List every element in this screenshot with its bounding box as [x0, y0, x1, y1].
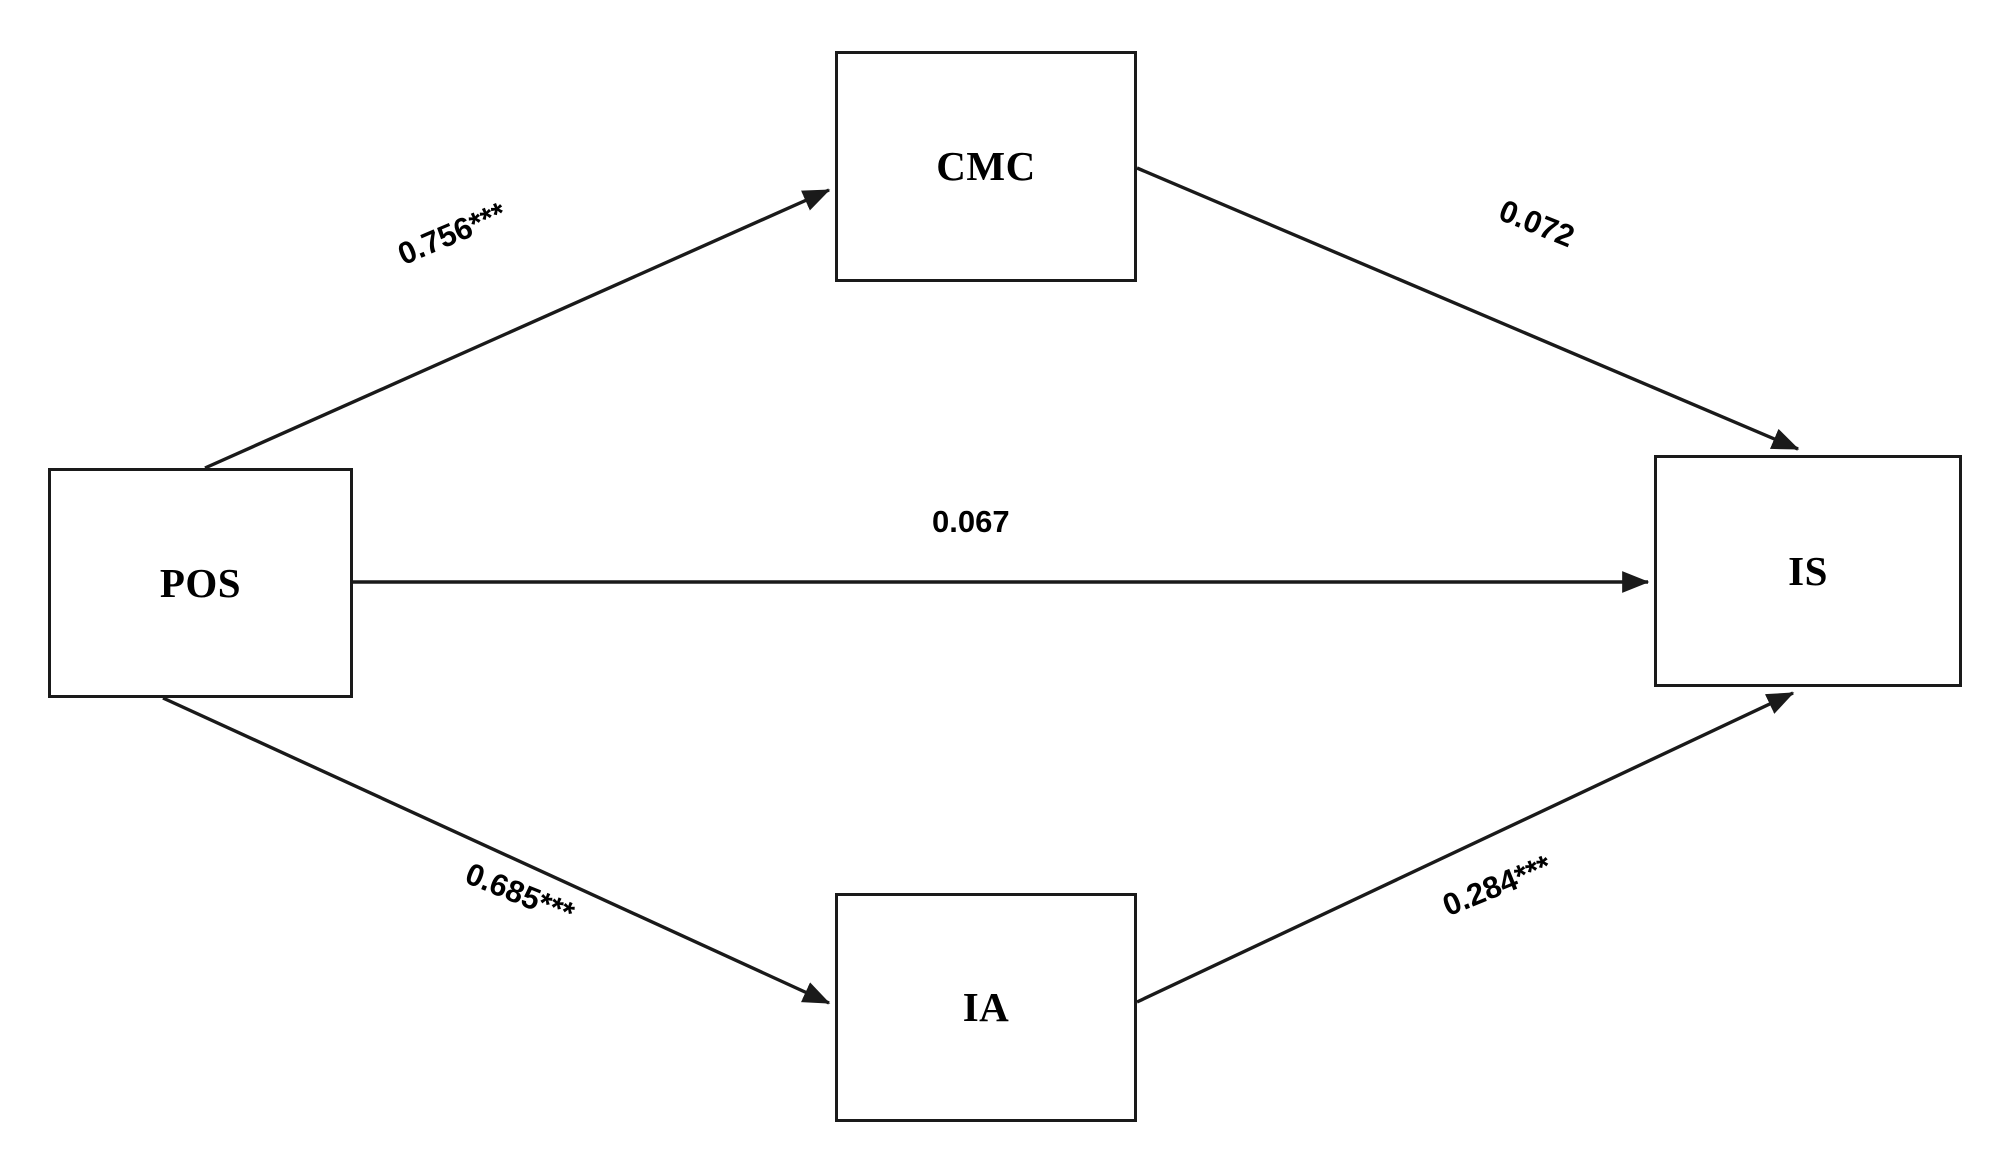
node-pos-label: POS: [159, 559, 242, 606]
node-pos[interactable]: POS: [48, 468, 353, 698]
node-is[interactable]: IS: [1654, 455, 1962, 687]
node-ia-label: IA: [962, 984, 1010, 1030]
node-is-label: IS: [1788, 547, 1828, 594]
node-ia[interactable]: IA: [835, 893, 1137, 1122]
edge-cmc-to-is: [1136, 166, 1800, 451]
edge-pos-to-cmc: [204, 188, 831, 470]
edge-ia-to-is: [1136, 691, 1795, 1004]
edge-pos-to-ia: [162, 696, 831, 1005]
node-cmc-label: CMC: [936, 143, 1036, 189]
node-cmc[interactable]: CMC: [835, 51, 1137, 282]
edge-label-pos-to-is: 0.067: [932, 504, 1010, 539]
